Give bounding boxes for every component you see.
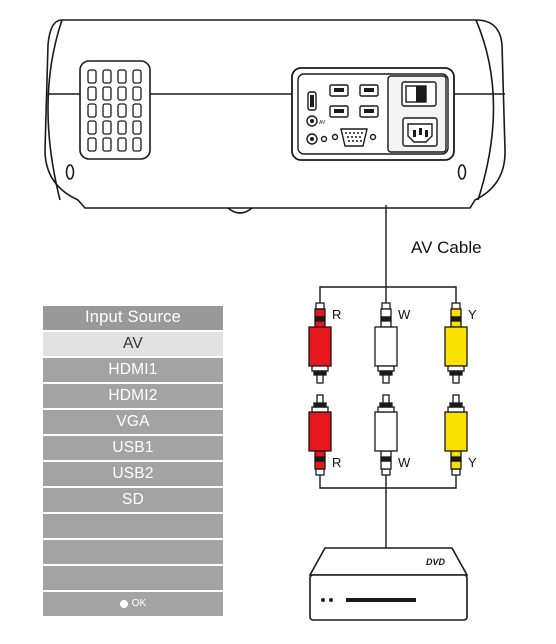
vent-slot (117, 86, 127, 101)
vent-slot (117, 103, 127, 118)
vent-slot (132, 69, 142, 84)
rca-letter-r: R (332, 307, 342, 322)
vent-slot (117, 120, 127, 135)
menu-item-empty (43, 540, 223, 564)
vent-slot (102, 86, 112, 101)
menu-title: Input Source (43, 306, 223, 330)
menu-item-sd[interactable]: SD (43, 488, 223, 512)
rca-letter-y: Y (468, 307, 477, 322)
menu-item-hdmi2[interactable]: HDMI2 (43, 384, 223, 408)
vent-slot (117, 69, 127, 84)
rca-plug (308, 302, 332, 384)
rca-plug (374, 302, 398, 384)
menu-footer: OK (43, 592, 223, 616)
ok-dot-icon (119, 599, 128, 608)
vent-slot (102, 120, 112, 135)
rca-letter-r: R (332, 455, 342, 470)
rca-plugs-bottom (308, 394, 468, 476)
av-cable-label: AV Cable (411, 238, 482, 257)
vent-slot (102, 69, 112, 84)
rca-plug (308, 394, 332, 476)
projector-vent (79, 60, 151, 160)
vent-slot (132, 120, 142, 135)
menu-item-empty (43, 514, 223, 538)
cable-lines (319, 205, 457, 548)
rca-letter-w: W (398, 307, 411, 322)
vent-slot (87, 137, 97, 152)
vent-slot (87, 103, 97, 118)
menu-item-av[interactable]: AV (43, 332, 223, 356)
input-source-menu: Input Source AV HDMI1 HDMI2 VGA USB1 USB… (43, 306, 223, 618)
menu-item-usb1[interactable]: USB1 (43, 436, 223, 460)
rca-plug (444, 394, 468, 476)
menu-item-hdmi1[interactable]: HDMI1 (43, 358, 223, 382)
vent-slot (132, 86, 142, 101)
dvd-player (308, 547, 469, 621)
rca-plug (444, 302, 468, 384)
vent-slot (87, 120, 97, 135)
menu-item-usb2[interactable]: USB2 (43, 462, 223, 486)
ok-label: OK (131, 598, 147, 610)
dvd-logo: DVD (426, 557, 446, 567)
rca-letter-w: W (398, 455, 411, 470)
rca-plug (374, 394, 398, 476)
vent-slot (132, 137, 142, 152)
vent-slot (87, 69, 97, 84)
menu-item-empty (43, 566, 223, 590)
vent-slot (87, 86, 97, 101)
projector-io-panel (291, 67, 455, 161)
vent-slot (102, 137, 112, 152)
vent-slot (102, 103, 112, 118)
menu-item-vga[interactable]: VGA (43, 410, 223, 434)
av-port-label: AV (319, 120, 326, 126)
vent-slot (117, 137, 127, 152)
vent-slot (132, 103, 142, 118)
rca-plugs-top (308, 302, 468, 384)
rca-letter-y: Y (468, 455, 477, 470)
